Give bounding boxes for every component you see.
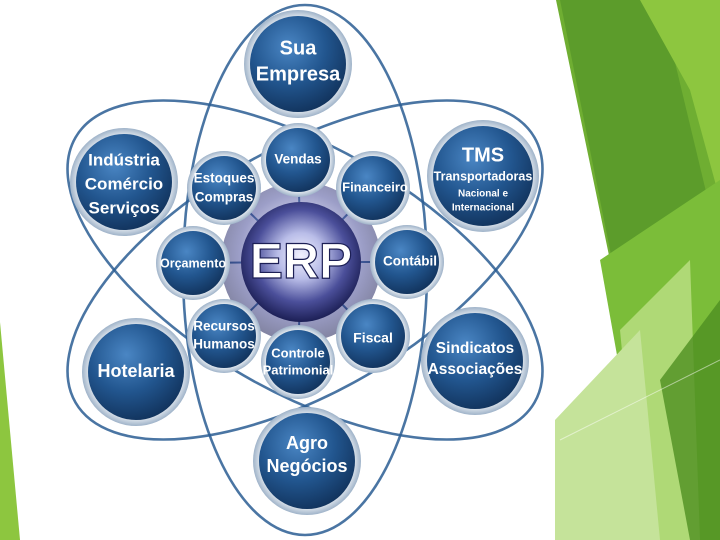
erp-center-label: ERP bbox=[250, 233, 353, 289]
module-node-orcamento[interactable]: Orçamento bbox=[156, 226, 230, 300]
module-label-line: Patrimonial bbox=[263, 362, 334, 377]
outer-node-hotelaria[interactable]: Hotelaria bbox=[82, 318, 190, 426]
outer-label-line: Hotelaria bbox=[97, 361, 175, 381]
erp-center-node[interactable]: ERP bbox=[221, 182, 381, 342]
module-node-fiscal[interactable]: Fiscal bbox=[336, 299, 410, 373]
outer-label-line: Empresa bbox=[256, 63, 341, 85]
outer-label-line: Sindicatos bbox=[436, 340, 514, 357]
outer-node-tms[interactable]: TMS Transportadoras Nacional e Internaci… bbox=[427, 120, 539, 232]
module-label-line: Humanos bbox=[193, 337, 255, 352]
outer-label-line: Nacional e bbox=[458, 189, 508, 200]
module-label-line: Vendas bbox=[274, 152, 321, 167]
module-node-financeiro[interactable]: Financeiro bbox=[336, 151, 410, 225]
outer-node-industria[interactable]: Indústria Comércio Serviços bbox=[70, 128, 178, 236]
outer-node-agro[interactable]: Agro Negócios bbox=[253, 407, 361, 515]
outer-label-line: Associações bbox=[428, 361, 523, 378]
outer-node-sindicatos[interactable]: Sindicatos Associações bbox=[421, 307, 529, 415]
module-label-line: Financeiro bbox=[342, 179, 408, 194]
outer-label-line: TMS bbox=[462, 144, 504, 166]
module-label-line: Estoques bbox=[194, 171, 255, 186]
outer-label-line: Comércio bbox=[85, 174, 163, 193]
module-label-line: Orçamento bbox=[160, 256, 226, 270]
outer-label-line: Agro bbox=[286, 433, 328, 453]
outer-label-line: Indústria bbox=[88, 150, 160, 169]
module-label-line: Compras bbox=[195, 190, 254, 205]
module-label-line: Fiscal bbox=[353, 330, 393, 346]
module-label-line: Contábil bbox=[383, 254, 437, 269]
module-node-vendas[interactable]: Vendas bbox=[261, 123, 335, 197]
module-node-contabil[interactable]: Contábil bbox=[370, 225, 444, 299]
module-node-estoques-compras[interactable]: Estoques Compras bbox=[187, 151, 261, 225]
module-label-line: Controle bbox=[271, 345, 324, 360]
module-node-controle-patrimonial[interactable]: Controle Patrimonial bbox=[261, 325, 335, 399]
outer-label-line: Negócios bbox=[266, 456, 347, 476]
outer-label-line: Internacional bbox=[452, 203, 514, 214]
module-label-line: Recursos bbox=[193, 319, 255, 334]
module-node-recursos-humanos[interactable]: Recursos Humanos bbox=[187, 299, 261, 373]
outer-label-line: Sua bbox=[280, 37, 318, 59]
outer-label-line: Transportadoras bbox=[434, 169, 533, 183]
outer-label-line: Serviços bbox=[89, 198, 160, 217]
outer-node-sua-empresa[interactable]: Sua Empresa bbox=[244, 10, 352, 118]
